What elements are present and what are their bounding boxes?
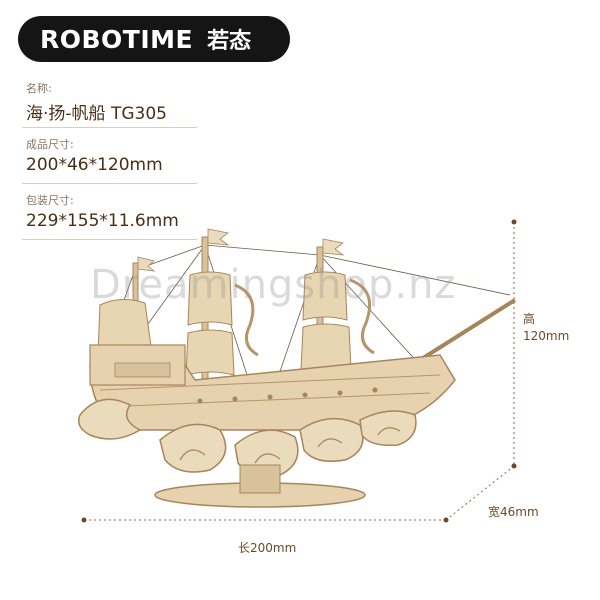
dim-point (443, 517, 449, 523)
height-label: 高 (523, 312, 536, 326)
width-label: 宽46mm (488, 505, 539, 519)
dim-point (511, 463, 517, 469)
divider (22, 239, 197, 240)
divider (22, 183, 197, 184)
spec-value: 229*155*11.6mm (26, 211, 179, 231)
spec-value: 海·扬-帆船 TG305 (26, 104, 167, 124)
spec-package-size: 包装尺寸: 229*155*11.6mm (26, 192, 179, 231)
ship-model-image (78, 228, 517, 508)
brand-badge: ROBOTIME 若态 (18, 16, 290, 62)
brand-name: ROBOTIME (40, 24, 194, 54)
spec-label: 包装尺寸: (26, 194, 74, 207)
dim-point (81, 517, 87, 523)
dim-point (511, 219, 517, 225)
watermark: Dreamingshop.nz (90, 262, 457, 308)
spec-value: 200*46*120mm (26, 155, 163, 175)
spec-product-size: 成品尺寸: 200*46*120mm (26, 136, 163, 175)
spec-label: 成品尺寸: (26, 138, 74, 151)
divider (22, 127, 197, 128)
brand-cn-name: 若态 (207, 29, 252, 54)
height-value: 120mm (523, 329, 570, 343)
spec-name: 名称: 海·扬-帆船 TG305 (26, 80, 167, 124)
length-label: 长200mm (238, 541, 297, 555)
spec-label: 名称: (26, 82, 52, 95)
